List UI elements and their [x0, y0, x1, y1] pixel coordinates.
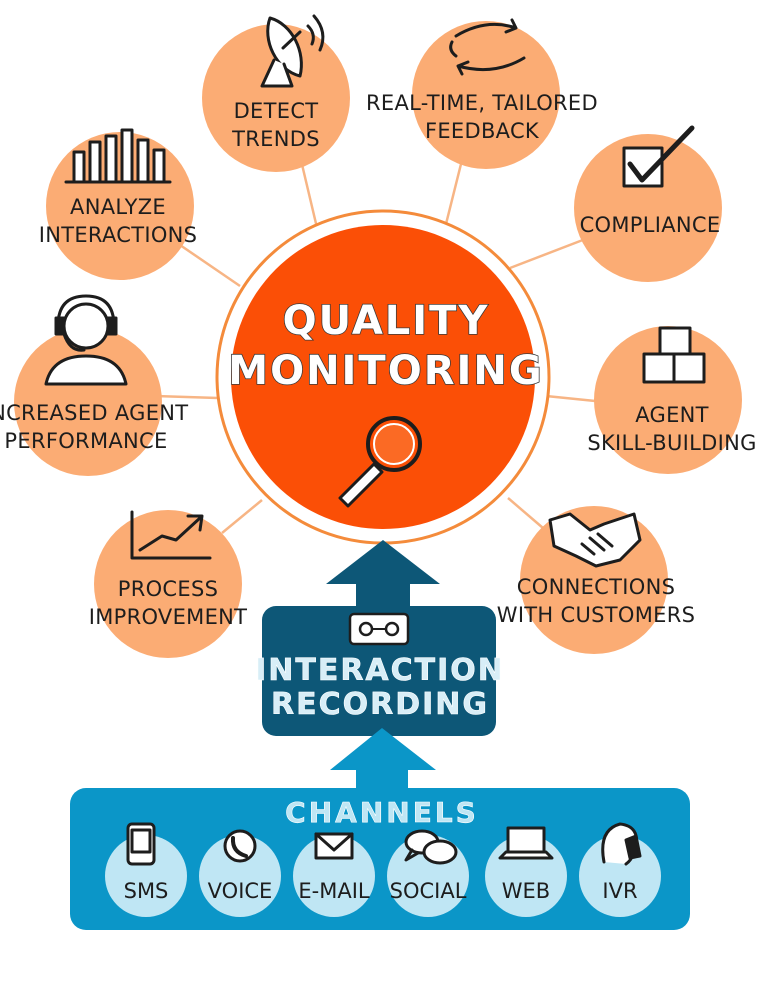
- channel-social: SOCIAL: [387, 829, 469, 917]
- recording-title-line1: INTERACTION: [255, 653, 505, 688]
- bubble-label-line: PROCESS: [118, 577, 218, 601]
- channel-label: SOCIAL: [390, 879, 467, 903]
- bubble-label-line: WITH CUSTOMERS: [497, 603, 695, 627]
- channel-label: WEB: [502, 879, 550, 903]
- bubble-connections-with-customers: CONNECTIONS WITH CUSTOMERS: [497, 506, 695, 654]
- channel-ivr: IVR: [579, 822, 661, 917]
- bubble-label-line: PERFORMANCE: [4, 429, 167, 453]
- channel-sms: SMS: [105, 822, 187, 917]
- bubble-label-line: INCREASED AGENT: [0, 401, 188, 425]
- bubble-increased-agent-performance: INCREASED AGENT PERFORMANCE: [0, 294, 188, 476]
- bubble-label-line: ANALYZE: [70, 195, 166, 219]
- quality-monitoring-center: QUALITY MONITORING: [215, 209, 551, 545]
- channels-panel: CHANNELS SMS VOICE E-MAIL: [70, 788, 690, 930]
- bubble-label-line: TRENDS: [231, 127, 320, 151]
- satellite-dish-icon: [260, 14, 325, 88]
- channel-label: VOICE: [208, 879, 273, 903]
- handset-icon: [223, 829, 257, 863]
- interaction-recording-box: INTERACTION RECORDING: [255, 606, 505, 736]
- channel-e-mail: E-MAIL: [293, 832, 375, 917]
- channel-label: SMS: [124, 879, 169, 903]
- channel-voice: VOICE: [199, 829, 281, 917]
- cassette-tape-icon: [348, 612, 410, 646]
- center-title-line2: MONITORING: [228, 348, 543, 394]
- channel-web: WEB: [485, 826, 567, 917]
- caller-icon: [601, 822, 642, 866]
- magnifying-glass-icon: [338, 416, 422, 508]
- bubble-detect-trends: DETECT TRENDS: [202, 14, 350, 172]
- channels-title: CHANNELS: [285, 796, 479, 829]
- bubble-label-line: COMPLIANCE: [580, 213, 721, 237]
- handshake-icon: [548, 512, 642, 568]
- channels-to-recording-arrow: [330, 728, 436, 798]
- channel-label: IVR: [602, 879, 637, 903]
- bubble-label-line: DETECT: [234, 99, 319, 123]
- center-title-line1: QUALITY: [283, 298, 490, 344]
- bubble-label-line: INTERACTIONS: [39, 223, 198, 247]
- cycle-arrows-icon: [449, 18, 526, 76]
- phone-icon: [126, 822, 156, 866]
- laptop-icon: [498, 826, 554, 860]
- channel-label: E-MAIL: [298, 879, 370, 903]
- speech-bubbles-icon: [404, 829, 458, 865]
- bubble-label-line: REAL-TIME, TAILORED: [366, 91, 598, 115]
- bubble-compliance: COMPLIANCE: [574, 125, 722, 282]
- checkbox-icon: [622, 125, 695, 188]
- blocks-icon: [642, 326, 706, 384]
- bubble-label-line: IMPROVEMENT: [89, 605, 248, 629]
- bubble-agent-skill-building: AGENT SKILL-BUILDING: [587, 326, 756, 474]
- connector-lines: [154, 155, 606, 534]
- bubble-label-line: FEEDBACK: [425, 119, 540, 143]
- recording-to-center-arrow: [326, 540, 440, 612]
- bubble-label-line: AGENT: [635, 403, 709, 427]
- growth-chart-icon: [130, 510, 212, 560]
- bubble-real-time-feedback: REAL-TIME, TAILORED FEEDBACK: [366, 18, 598, 169]
- bubble-label-line: SKILL-BUILDING: [587, 431, 756, 455]
- bubble-process-improvement: PROCESS IMPROVEMENT: [89, 510, 248, 658]
- recording-title-line2: RECORDING: [271, 687, 489, 722]
- bar-chart-icon: [64, 128, 172, 184]
- bubble-label-line: CONNECTIONS: [517, 575, 675, 599]
- envelope-icon: [314, 832, 354, 860]
- headset-agent-icon: [44, 294, 128, 386]
- bubble-analyze-interactions: ANALYZE INTERACTIONS: [39, 128, 198, 280]
